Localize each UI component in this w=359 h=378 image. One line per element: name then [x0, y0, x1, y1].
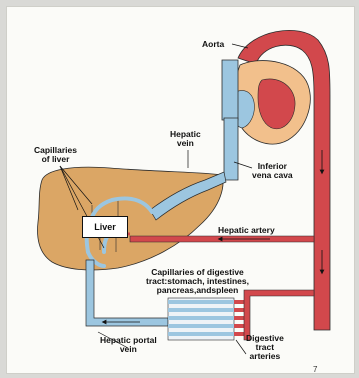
label-inferior-vena-cava: Inferior vena cava	[252, 162, 293, 180]
label-capillaries-of-liver: Capillaries of liver	[34, 146, 77, 164]
superior-vena-cava	[222, 60, 238, 120]
label-liver: Liver	[82, 216, 128, 238]
label-aorta: Aorta	[202, 40, 224, 49]
page-number: 7	[313, 365, 317, 374]
label-hepatic-portal-vein: Hepatic portal vein	[100, 336, 157, 354]
label-hepatic-artery: Hepatic artery	[218, 226, 275, 235]
liver-organ	[38, 167, 223, 270]
inferior-vena-cava	[224, 118, 238, 180]
label-hepatic-vein: Hepatic vein	[170, 130, 201, 148]
label-capillaries-digestive: Capillaries of digestive tract:stomach, …	[146, 268, 249, 295]
digestive-capillaries	[168, 298, 244, 340]
label-digestive-tract-arteries: Digestive tract arteries	[246, 334, 284, 361]
